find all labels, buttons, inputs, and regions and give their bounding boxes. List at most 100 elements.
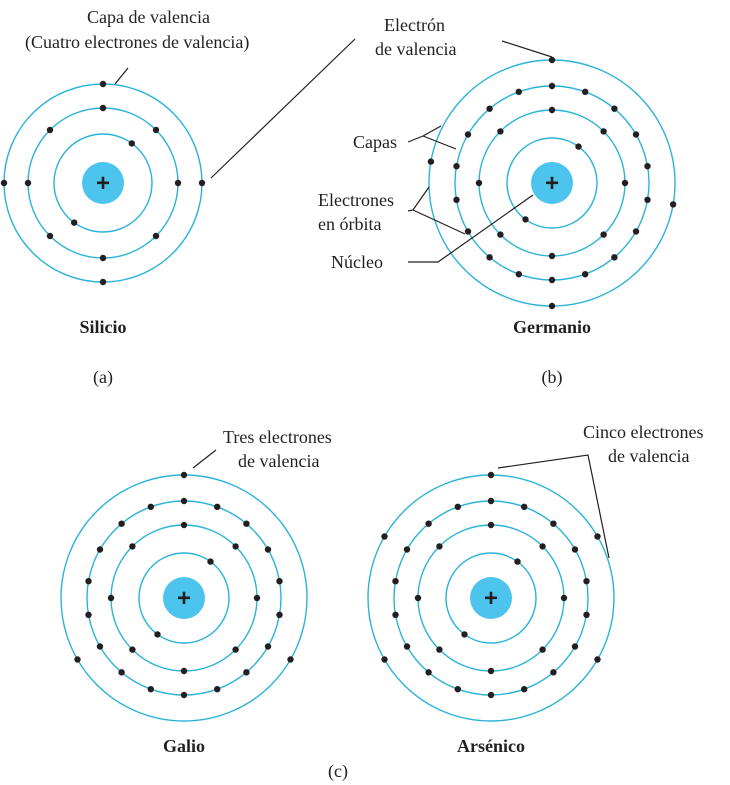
electron-dot: [515, 88, 522, 96]
electron-dot: [24, 179, 32, 187]
three-valence-label: Tres electrones: [223, 427, 332, 447]
electron-dot: [464, 228, 472, 235]
electron-dot: [403, 643, 411, 650]
electron-dot: [96, 643, 104, 650]
electron-dot: [486, 105, 493, 112]
electron-dot: [107, 594, 115, 602]
five-valence-sublabel: de valencia: [608, 446, 689, 466]
nucleus-plus-sign: +: [545, 170, 559, 197]
electron-dot: [264, 546, 272, 553]
shell-1: [445, 552, 537, 644]
valence-electron-leader-germanio: [501, 40, 553, 58]
electron-dot: [414, 594, 422, 602]
electron-dot: [154, 631, 161, 638]
electron-dot: [497, 128, 504, 135]
atom-germanio: +: [427, 56, 677, 310]
electron-dot: [487, 521, 495, 529]
electron-dot: [118, 520, 125, 527]
electron-dot: [521, 686, 528, 693]
electron-dot: [497, 231, 504, 238]
electron-dot: [276, 578, 283, 585]
electron-dot: [464, 131, 472, 138]
electron-dot: [180, 691, 188, 699]
electron-dot: [118, 669, 125, 676]
electron-dot: [425, 520, 432, 527]
atom-silicio: +: [0, 80, 206, 286]
five-valence-label: Cinco electrones: [583, 422, 703, 442]
electron-dot: [214, 686, 221, 693]
electron-dot: [539, 543, 546, 550]
electron-dot: [644, 196, 651, 203]
nucleus-plus-sign: +: [484, 585, 498, 612]
shells-leader: [407, 125, 442, 143]
nucleus-plus-sign: +: [177, 585, 191, 612]
panel-label-a: (a): [93, 367, 113, 388]
electron-dot: [600, 128, 607, 135]
electron-dot: [214, 503, 221, 510]
atom-name-galio: Galio: [163, 736, 205, 756]
electron-dot: [461, 631, 468, 638]
electron-dot: [571, 546, 579, 553]
nucleus-plus-sign: +: [96, 170, 110, 197]
valence-electron-label: Electrón: [384, 15, 445, 35]
electron-dot: [550, 520, 557, 527]
orbiting-label: Electrones: [318, 190, 394, 210]
electron-dot: [632, 131, 640, 138]
electron-dot: [539, 646, 546, 653]
atoms-layer: + + + +: [0, 56, 677, 722]
electron-dot: [571, 643, 579, 650]
electron-dot: [425, 669, 432, 676]
electron-dot: [594, 656, 601, 663]
panel-label-b: (b): [542, 367, 563, 388]
electron-dot: [232, 543, 239, 550]
electron-dot: [403, 546, 411, 553]
electron-dot: [0, 179, 8, 187]
electron-dot: [560, 594, 568, 602]
electron-dot: [583, 578, 590, 585]
valence-electron-sublabel: de valencia: [375, 39, 456, 59]
orbiting-leader-2: [412, 209, 466, 235]
electron-dot: [198, 179, 206, 187]
electron-dot: [85, 578, 92, 585]
electron-dot: [74, 656, 81, 663]
electron-dot: [207, 558, 214, 565]
electron-dot: [521, 503, 528, 510]
electron-dot: [611, 254, 618, 261]
electron-dot: [487, 471, 495, 479]
electron-dot: [129, 543, 136, 550]
valence-shell-label: Capa de valencia: [87, 7, 210, 27]
valence-shell-leader: [114, 67, 129, 85]
electron-dot: [129, 646, 136, 653]
electron-dot: [594, 533, 601, 540]
electron-dot: [548, 82, 556, 90]
electron-dot: [487, 497, 495, 505]
electron-dot: [174, 179, 182, 187]
nucleus: [531, 162, 573, 204]
electron-dot: [454, 503, 461, 510]
shells-label: Capas: [353, 132, 397, 152]
shell-1: [53, 133, 153, 233]
electron-dot: [180, 521, 188, 529]
electron-dot: [548, 302, 556, 310]
atom-galio: +: [60, 471, 308, 722]
electron-dot: [46, 232, 54, 240]
electron-dot: [632, 228, 640, 235]
electron-dot: [147, 686, 154, 693]
atom-name-germanio: Germanio: [513, 317, 591, 337]
electron-dot: [99, 254, 107, 262]
nucleus-label: Núcleo: [331, 252, 383, 272]
electron-dot: [71, 219, 78, 226]
shells-leader-2: [422, 135, 457, 150]
three-valence-leader: [192, 449, 217, 469]
three-valence-sublabel: de valencia: [238, 451, 319, 471]
electron-dot: [147, 503, 154, 510]
electron-dot: [152, 126, 160, 134]
valence-electron-leader-silicio: [210, 38, 356, 179]
electron-dot: [427, 158, 435, 165]
electron-dot: [436, 646, 443, 653]
electron-dot: [583, 611, 590, 618]
orbiting-sublabel: en órbita: [318, 214, 381, 234]
electron-dot: [180, 497, 188, 505]
electron-dot: [621, 179, 629, 187]
electron-dot: [548, 106, 556, 114]
